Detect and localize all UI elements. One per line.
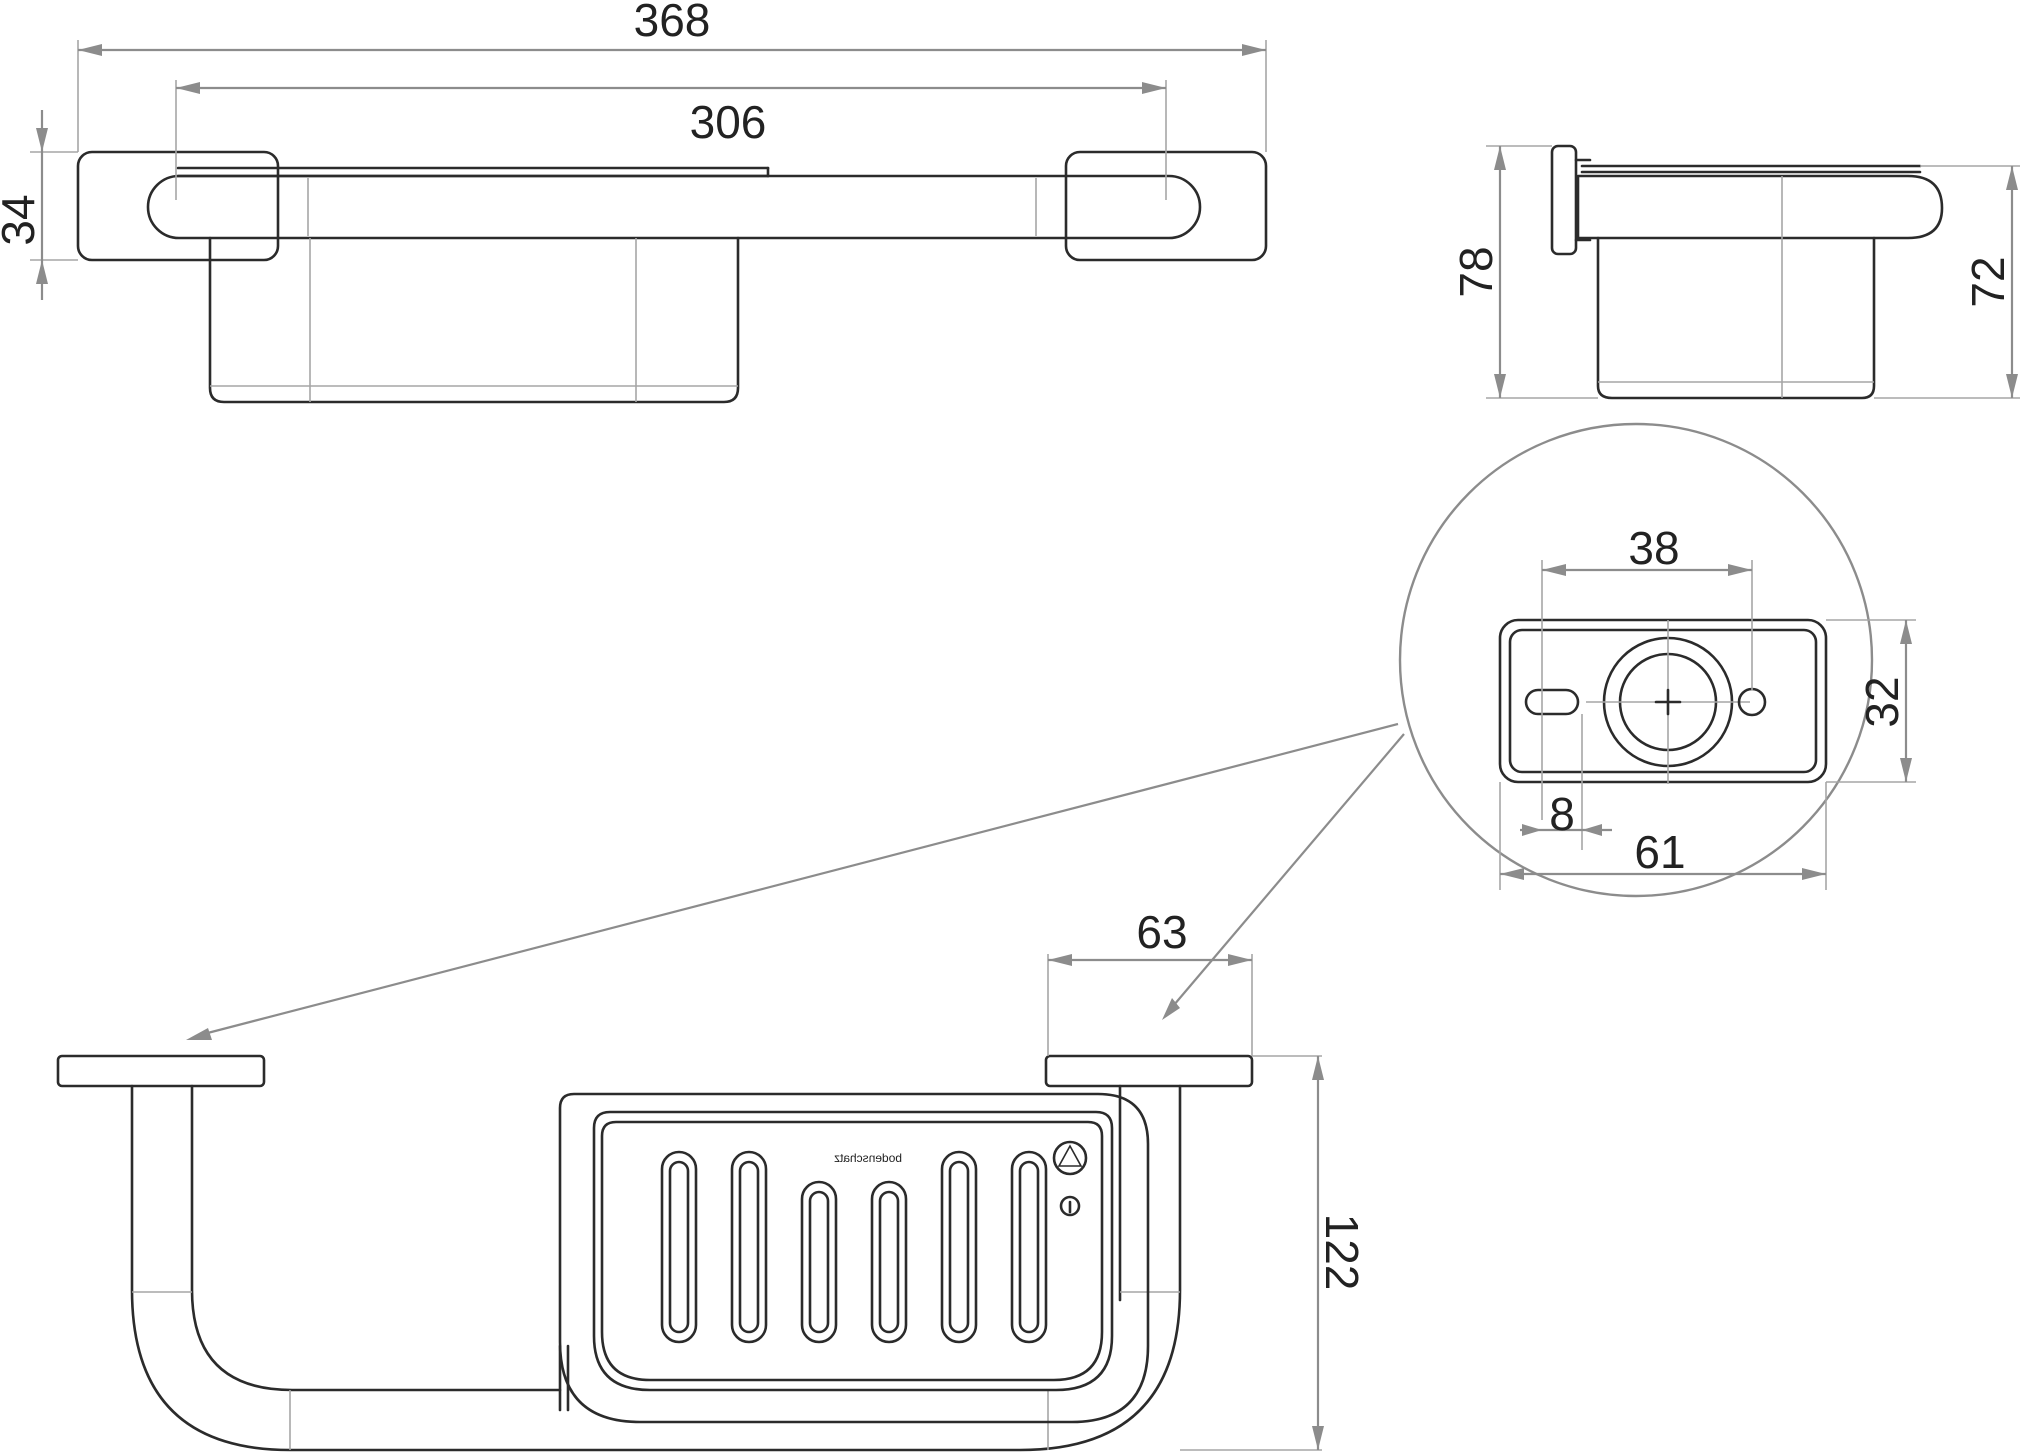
drain-slot — [870, 1180, 908, 1344]
dim-side-depth: 72 — [1962, 256, 2014, 307]
dim-top-height: 34 — [0, 194, 44, 245]
dim-detail-width: 61 — [1634, 826, 1685, 878]
detail-slot — [1524, 688, 1580, 716]
right-wall-plate — [1044, 1054, 1254, 1088]
soap-basket-outer — [558, 1092, 1150, 1424]
dim-detail-height: 32 — [1856, 676, 1908, 727]
left-wall-plate — [56, 1054, 266, 1088]
drain-slot — [1010, 1150, 1048, 1344]
front-view: 368 306 34 — [0, 0, 1268, 404]
drain-slot — [940, 1150, 978, 1344]
drain-slots — [660, 1150, 1048, 1344]
dim-bracket-width: 63 — [1136, 906, 1187, 958]
side-rail — [1576, 174, 1944, 240]
drain-slot — [660, 1150, 698, 1344]
dim-hole-spacing: 38 — [1628, 522, 1679, 574]
holder-arm-inner — [190, 1084, 562, 1392]
dim-slot-offset: 8 — [1549, 788, 1575, 840]
soap-basket-inner — [592, 1110, 1114, 1392]
dim-inner-width: 306 — [690, 96, 767, 148]
detail-plate-inner — [1508, 628, 1818, 774]
dim-side-height: 78 — [1450, 246, 1502, 297]
detail-plate-outer — [1498, 618, 1828, 784]
basket-body — [208, 236, 740, 404]
left-wall-bracket — [76, 150, 280, 262]
recycle-icon — [1052, 1140, 1088, 1176]
drain-slot — [800, 1180, 838, 1344]
top-view: bodenschatz 63 122 — [56, 906, 1368, 1452]
dim-total-depth: 122 — [1316, 1214, 1368, 1291]
holder-arm-outer — [130, 1084, 1182, 1452]
dim-overall-width: 368 — [634, 0, 711, 46]
detail-circle — [1398, 422, 1874, 898]
side-basket-body — [1596, 236, 1876, 400]
holder-rail — [146, 174, 1202, 240]
info-icon — [1059, 1195, 1081, 1217]
side-wall-bracket — [1550, 144, 1578, 256]
drain-slot — [730, 1150, 768, 1344]
side-view: 78 72 — [1450, 144, 2020, 400]
detail-view: 38 32 8 61 — [186, 422, 1916, 1040]
brand-text: bodenschatz — [834, 1151, 902, 1165]
